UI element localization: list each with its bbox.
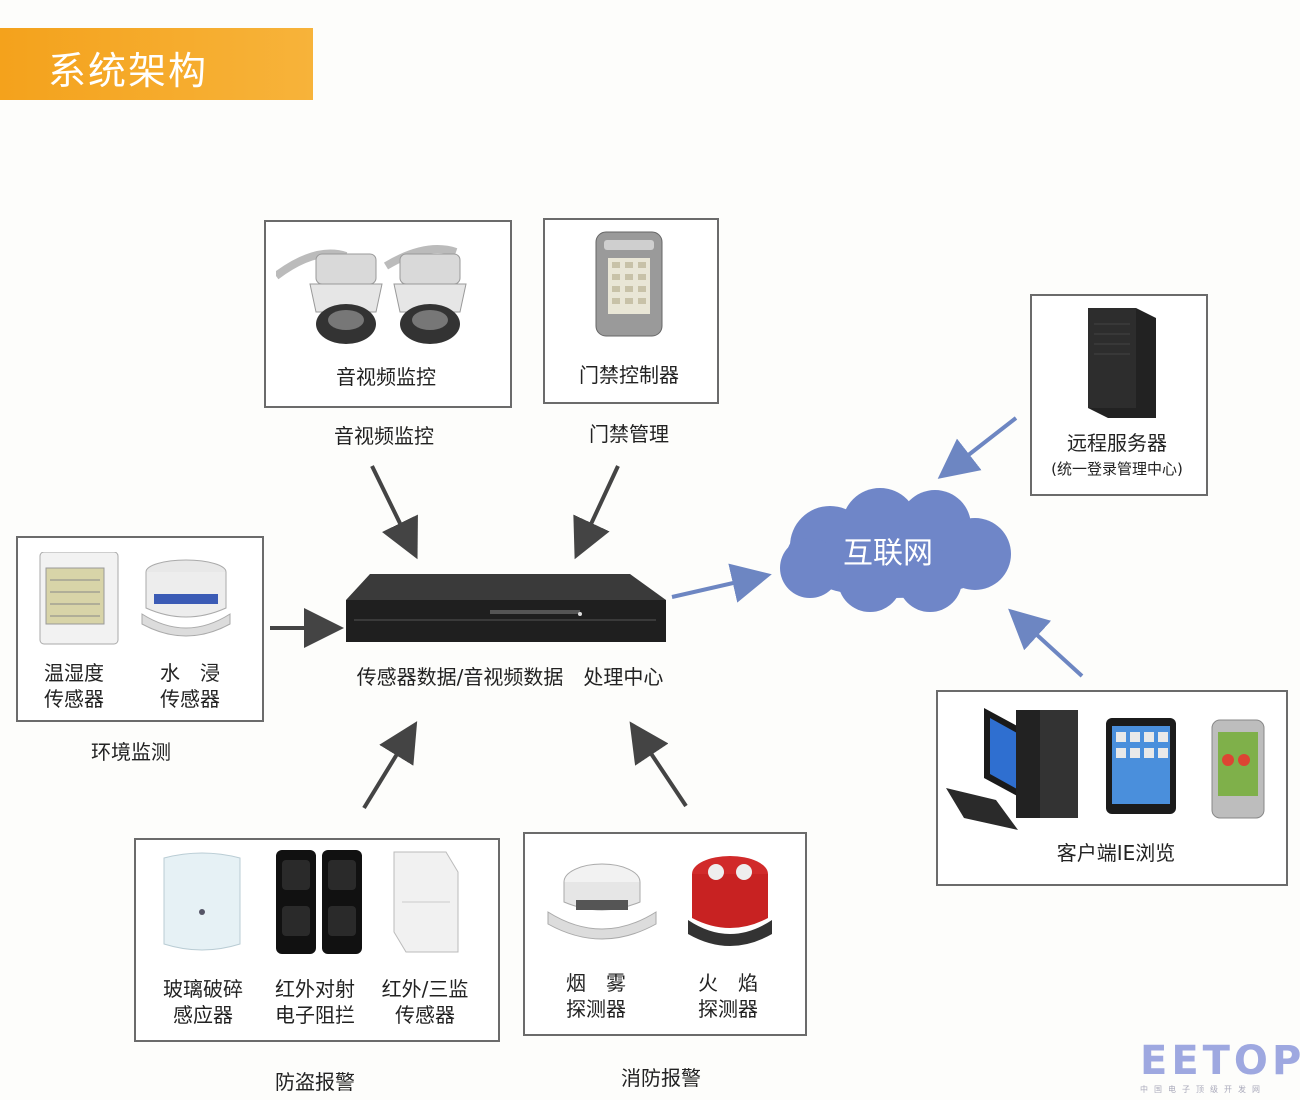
flame-detector-label-2: 探测器: [698, 997, 758, 1021]
video-surveillance-box: [264, 220, 512, 408]
ir-beam-label-2: 电子阻拦: [275, 1003, 355, 1027]
arrow-client-to-internet: [1008, 608, 1084, 678]
video-box-label: 音视频监控: [336, 365, 436, 389]
dome-camera-icon: [276, 245, 467, 344]
arrow-server-to-internet: [937, 416, 1018, 479]
video-caption: 音视频监控: [334, 424, 434, 448]
access-box-label: 门禁控制器: [579, 363, 679, 387]
processing-center-label: 传感器数据/音视频数据 处理中心: [356, 665, 664, 689]
water-sensor-label-1: 水 浸: [160, 661, 220, 685]
eetop-logo: EETOP: [1140, 1038, 1300, 1084]
glass-break-label-2: 感应器: [173, 1003, 233, 1027]
temp-humidity-label-1: 温湿度: [44, 661, 104, 685]
processing-unit-icon: [346, 574, 666, 642]
page-title: 系统架构: [48, 49, 209, 93]
internet-label: 互联网: [843, 536, 933, 571]
arrow-center-to-internet: [671, 563, 772, 603]
temp-humidity-label-2: 传感器: [44, 687, 104, 711]
arrow-access-to-center: [573, 465, 620, 560]
tri-tech-label-2: 传感器: [395, 1003, 455, 1027]
ir-beam-label-1: 红外对射: [275, 977, 355, 1001]
internet-cloud-icon: [780, 488, 1011, 612]
arrow-video-to-center: [370, 465, 418, 560]
client-label: 客户端IE浏览: [1056, 841, 1176, 865]
card-reader-icon: [595, 231, 663, 337]
server-label-1: 远程服务器: [1067, 431, 1167, 455]
title-banner: [0, 28, 313, 100]
smoke-detector-label-1: 烟 雾: [566, 971, 626, 995]
smoke-detector-label-2: 探测器: [566, 997, 626, 1021]
access-caption: 门禁管理: [589, 422, 669, 446]
server-tower-icon: [1088, 308, 1156, 418]
server-label-2: (统一登录管理中心): [1051, 460, 1183, 478]
fire-detectors-icon: [547, 856, 772, 946]
eetop-watermark: EETOP 中国电子顶级开发网: [1140, 1038, 1300, 1095]
burglar-caption: 防盗报警: [275, 1070, 355, 1094]
eetop-subtitle: 中国电子顶级开发网: [1140, 1085, 1266, 1094]
arrow-fire-to-center: [629, 721, 688, 808]
arrow-burglar-to-center: [362, 721, 418, 810]
env-sensors-icon: [39, 552, 231, 645]
tri-tech-label-1: 红外/三监: [381, 977, 469, 1001]
burglar-sensors-icon: [163, 850, 459, 954]
glass-break-label-1: 玻璃破碎: [163, 977, 243, 1001]
environment-caption: 环境监测: [91, 740, 171, 764]
fire-caption: 消防报警: [621, 1066, 701, 1090]
flame-detector-label-1: 火 焰: [698, 971, 758, 995]
client-devices-icon: [946, 708, 1265, 830]
water-sensor-label-2: 传感器: [160, 687, 220, 711]
